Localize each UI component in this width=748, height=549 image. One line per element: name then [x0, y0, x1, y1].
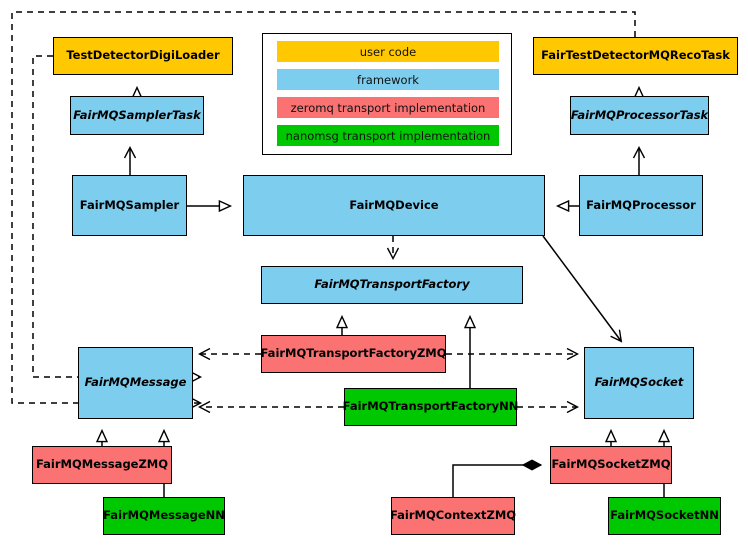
class-label-fairmqmessagenn: FairMQMessageNN — [103, 508, 225, 523]
class-box-fairmqmessage[interactable]: FairMQMessage — [78, 347, 193, 419]
class-label-fairmqtransportfactory: FairMQTransportFactory — [314, 277, 470, 292]
legend-label-framework: framework — [357, 72, 419, 87]
class-label-fairmqprocessortask: FairMQProcessorTask — [570, 107, 709, 122]
class-box-fairmqprocessor[interactable]: FairMQProcessor — [579, 175, 703, 236]
class-label-fairmqtransportfactoryzmq: FairMQTransportFactoryZMQ — [260, 346, 447, 361]
edge-digiloader-to-message — [32, 55, 200, 377]
class-label-fairmqsamplertask: FairMQSamplerTask — [73, 107, 201, 122]
class-label-fairmqmessage: FairMQMessage — [84, 375, 187, 390]
class-label-fairmqsocket: FairMQSocket — [594, 375, 684, 390]
legend-row-zeromq: zeromq transport implementation — [277, 97, 499, 118]
legend-row-user-code: user code — [277, 41, 499, 62]
class-label-fairmqmessagezmq: FairMQMessageZMQ — [35, 457, 169, 472]
class-box-fairmqmessagenn[interactable]: FairMQMessageNN — [103, 497, 225, 535]
legend-label-zeromq: zeromq transport implementation — [290, 100, 486, 115]
class-label-fairtestdetectormqrecotask: FairTestDetectorMQRecoTask — [541, 48, 730, 63]
class-label-fairmqtransportfactorynn: FairMQTransportFactoryNN — [342, 399, 519, 414]
legend-label-user-code: user code — [359, 44, 417, 59]
class-box-fairmqcontextzmq[interactable]: FairMQContextZMQ — [389, 497, 517, 535]
class-box-fairmqsamplertask[interactable]: FairMQSamplerTask — [70, 96, 204, 135]
class-label-fairmqdevice: FairMQDevice — [349, 197, 439, 212]
legend-label-nanomsg: nanomsg transport implementation — [285, 128, 491, 143]
class-box-fairmqmessagezmq[interactable]: FairMQMessageZMQ — [32, 446, 172, 484]
class-box-fairmqsocket[interactable]: FairMQSocket — [584, 347, 694, 419]
class-label-fairmqsampler: FairMQSampler — [79, 197, 180, 212]
class-label-fairmqsocketzmq: FairMQSocketZMQ — [551, 457, 671, 472]
edge-contextzmq-to-socketzmq — [452, 465, 541, 497]
class-label-fairmqsocketnn: FairMQSocketNN — [610, 508, 719, 523]
class-box-fairmqsocketnn[interactable]: FairMQSocketNN — [608, 497, 721, 535]
legend-panel: user code framework zeromq transport imp… — [262, 33, 512, 155]
class-box-fairmqtransportfactory[interactable]: FairMQTransportFactory — [261, 266, 523, 304]
class-label-fairmqcontextzmq: FairMQContextZMQ — [389, 508, 517, 523]
class-box-fairmqprocessortask[interactable]: FairMQProcessorTask — [570, 96, 709, 135]
class-box-fairmqtransportfactorynn[interactable]: FairMQTransportFactoryNN — [342, 388, 519, 426]
edge-device-to-socket — [542, 235, 621, 341]
class-box-testdetectordigiloader[interactable]: TestDetectorDigiLoader — [53, 37, 233, 75]
legend-row-framework: framework — [277, 69, 499, 90]
class-label-testdetectordigiloader: TestDetectorDigiLoader — [66, 48, 220, 63]
class-box-fairmqdevice[interactable]: FairMQDevice — [243, 175, 545, 236]
legend-row-nanomsg: nanomsg transport implementation — [277, 125, 499, 146]
class-box-fairmqtransportfactoryzmq[interactable]: FairMQTransportFactoryZMQ — [260, 335, 447, 373]
class-label-fairmqprocessor: FairMQProcessor — [586, 197, 696, 212]
edge-recotask-to-message — [11, 11, 636, 403]
class-box-fairmqsampler[interactable]: FairMQSampler — [72, 175, 187, 236]
class-box-fairmqsocketzmq[interactable]: FairMQSocketZMQ — [550, 446, 672, 484]
class-box-fairtestdetectormqrecotask[interactable]: FairTestDetectorMQRecoTask — [533, 37, 738, 75]
